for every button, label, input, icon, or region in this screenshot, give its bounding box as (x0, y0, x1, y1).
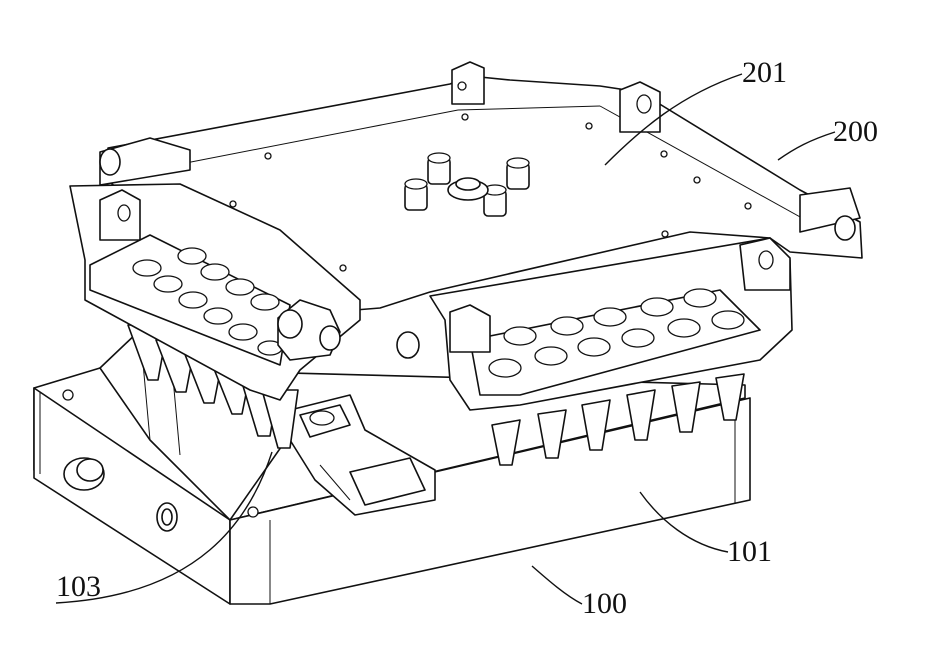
hinge-posts (99, 61, 861, 241)
reference-label-201: 201 (742, 56, 787, 89)
right-tube-row (491, 373, 745, 466)
reference-label-200: 200 (833, 115, 878, 148)
knob (63, 457, 105, 491)
reference-label-100: 100 (582, 587, 627, 620)
leader-lines (55, 73, 836, 605)
reference-label-103: 103 (56, 570, 101, 603)
right-holder-frame (396, 237, 793, 411)
right-tube-openings (488, 288, 745, 378)
left-tube-openings (132, 247, 283, 356)
latch-103 (289, 394, 436, 516)
center-bosses-201 (404, 152, 530, 217)
left-holder-frame (69, 183, 361, 401)
reference-label-101: 101 (727, 535, 772, 568)
side-screw (156, 502, 178, 532)
